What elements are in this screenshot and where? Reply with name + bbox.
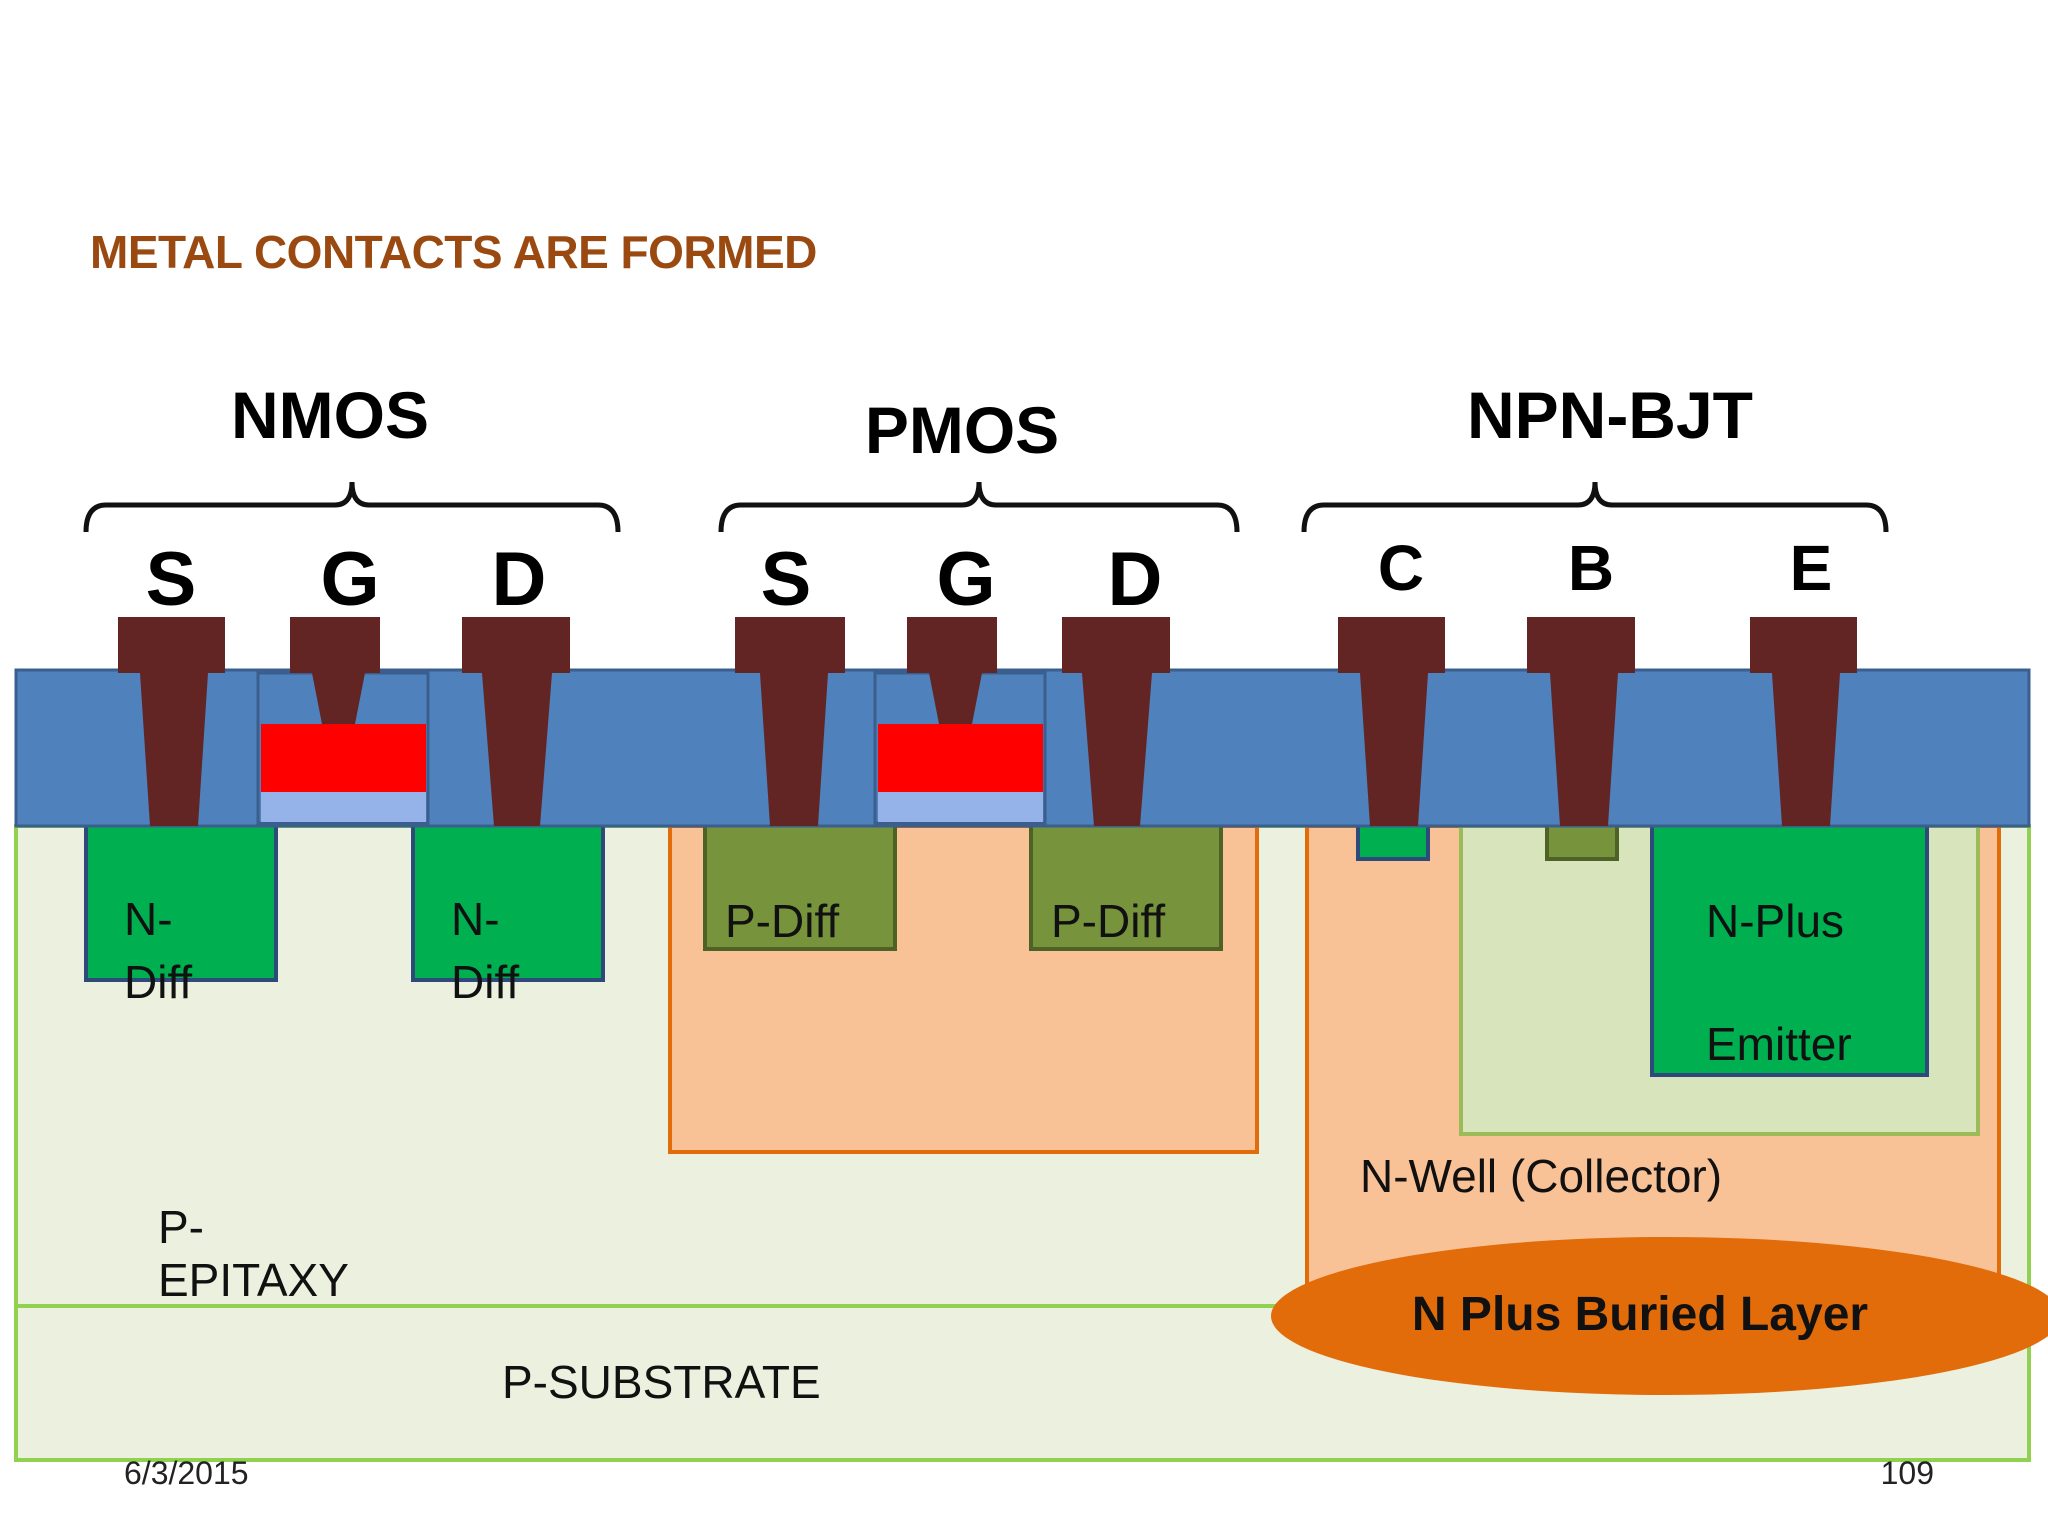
pmos-source-metal-contact	[735, 617, 845, 826]
pmos-brace	[718, 481, 1240, 533]
bjt-collector-region-label: N-Well (Collector)	[1360, 1150, 1722, 1202]
buried-layer-label: N Plus Buried Layer	[1412, 1288, 1868, 1341]
nmos-source-diff-label-line1: N-	[124, 893, 173, 945]
bjt-emitter-metal-contact	[1750, 617, 1857, 826]
nmos-poly-gate	[261, 724, 426, 792]
pmos-gate-label: G	[936, 537, 995, 622]
bjt-collector-label: C	[1378, 532, 1424, 604]
bjt-collector-metal-contact	[1338, 617, 1445, 826]
slide-title: METAL CONTACTS ARE FORMED	[90, 226, 817, 278]
bjt-emitter-region-label-line1: N-Plus	[1706, 895, 1844, 947]
nmos-gate-label: G	[320, 537, 379, 622]
metal-contacts	[118, 617, 1857, 826]
nmos-source-metal-contact	[118, 617, 225, 826]
npn-group-label: NPN-BJT	[1467, 378, 1753, 452]
pmos-source-diff-label: P-Diff	[725, 895, 839, 947]
substrate-label: P-SUBSTRATE	[502, 1356, 821, 1408]
bjt-emitter-region-label-line2: Emitter	[1706, 1018, 1852, 1070]
pmos-gate-metal-contact	[907, 617, 997, 724]
epitaxy-label-line1: P-	[158, 1201, 204, 1253]
pmos-drain-label: D	[1108, 537, 1163, 622]
bjt-emitter-label: E	[1790, 532, 1833, 604]
bjt-base-p-plus-contact	[1545, 821, 1619, 861]
pmos-drain-diff-label: P-Diff	[1051, 895, 1165, 947]
n-plus-buried-layer	[1271, 1237, 2048, 1395]
nmos-source-label: S	[146, 537, 197, 622]
nmos-source-diff-label-line2: Diff	[124, 956, 192, 1008]
nmos-gate-oxide	[261, 792, 426, 822]
nmos-drain-n-diff	[411, 816, 605, 982]
nmos-drain-diff-label-line1: N-	[451, 893, 500, 945]
pmos-drain-p-diff	[1029, 822, 1223, 951]
nmos-gate-metal-contact	[290, 617, 380, 724]
pmos-source-label: S	[761, 537, 812, 622]
epitaxy-label-line2: EPITAXY	[158, 1254, 349, 1306]
nmos-group-label: NMOS	[231, 378, 429, 452]
pmos-gate-oxide	[878, 792, 1043, 822]
nmos-brace	[83, 481, 621, 533]
npn-brace	[1301, 481, 1889, 533]
bjt-collector-n-plus-contact	[1356, 821, 1430, 861]
bjt-base-metal-contact	[1527, 617, 1635, 826]
nmos-source-n-diff	[84, 816, 278, 982]
pmos-source-p-diff	[703, 822, 897, 951]
bjt-n-plus-emitter	[1650, 821, 1929, 1077]
slide-page-number: 109	[1881, 1455, 1934, 1491]
slide-date: 6/3/2015	[124, 1455, 249, 1491]
nmos-drain-label: D	[492, 537, 547, 622]
nmos-drain-diff-label-line2: Diff	[451, 956, 519, 1008]
pmos-drain-metal-contact	[1062, 617, 1170, 826]
pmos-group-label: PMOS	[865, 393, 1059, 467]
pmos-poly-gate	[878, 724, 1043, 792]
bjt-base-label: B	[1568, 532, 1614, 604]
nmos-drain-metal-contact	[462, 617, 570, 826]
